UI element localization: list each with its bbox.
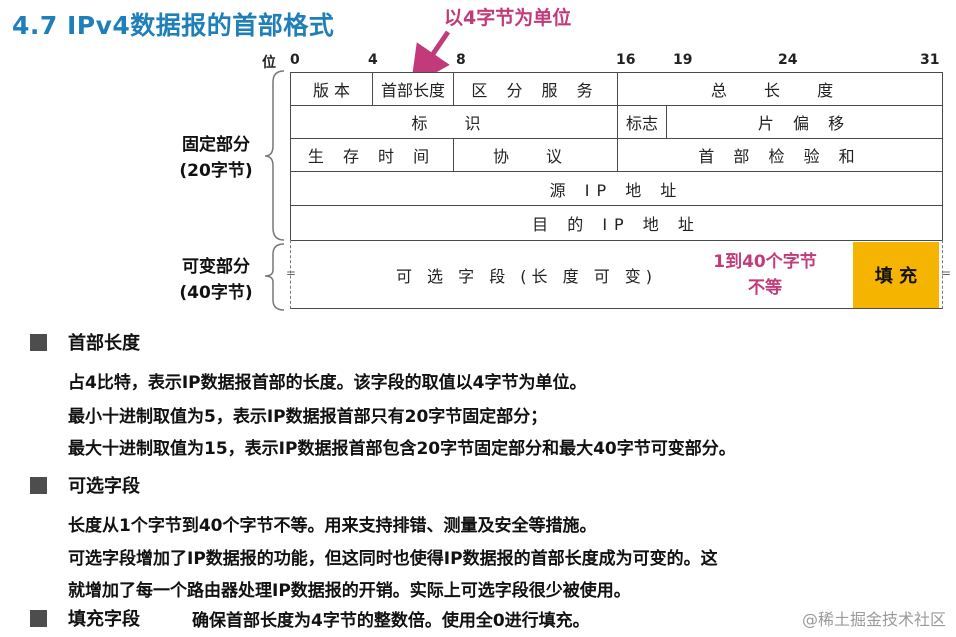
variable-part-label: 可变部分 (40字节) [168,254,264,306]
section-text-line: 确保首部长度为4字节的整数倍。使用全0进行填充。 [192,611,590,631]
identification-field: 标 识 [290,105,618,139]
bullet-icon [30,334,47,351]
variable-part-title: 可变部分 [182,257,250,277]
bullet-icon [30,610,47,627]
ttl-field: 生 存 时 间 [290,138,454,172]
watermark: @稀土掘金技术社区 [801,610,946,629]
options-length-note: 1到40个字节 不等 [690,249,840,301]
options-length-note-line1: 1到40个字节 [713,252,817,272]
section-text-line: 长度从1个字节到40个字节不等。用来支持排错、测量及安全等措施。 [68,516,597,536]
section-heading-options: 可选字段 [68,476,140,497]
flags-field: 标志 [617,105,667,139]
header-length-field: 首部长度 [372,72,454,106]
section-heading-header-length: 首部长度 [68,333,140,354]
version-field: 版 本 [290,72,373,106]
section-braces [264,70,285,311]
section-heading-padding: 填充字段 [68,609,140,630]
bit-mark-24: 24 [778,52,798,68]
fixed-part-size: (20字节) [179,161,253,181]
options-row-frame [290,240,943,309]
unit-callout: 以4字节为单位 [444,7,572,29]
destination-ip-field: 目 的 IP 地 址 [290,205,943,241]
break-mark-right: = [941,266,952,280]
variable-part-size: (40字节) [179,283,253,303]
bit-mark-0: 0 [290,52,300,68]
bit-mark-4: 4 [368,52,378,68]
bit-mark-16: 16 [616,52,636,68]
protocol-field: 协 议 [453,138,618,172]
options-field: 可 选 字 段 (长 度 可 变) [395,267,658,286]
total-length-field: 总 长 度 [617,72,943,106]
break-mark-left: = [286,266,297,280]
bit-mark-31: 31 [920,52,940,68]
section-text-line: 可选字段增加了IP数据报的功能，但这同时也使得IP数据报的首部长度成为可变的。这 [68,549,718,569]
bullet-icon [30,477,47,494]
callout-arrow [410,30,451,86]
source-ip-field: 源 IP 地 址 [290,171,943,206]
bit-mark-8: 8 [456,52,466,68]
section-text-line: 最大十进制取值为15，表示IP数据报首部包含20字节固定部分和最大40字节可变部… [68,439,736,459]
fixed-part-label: 固定部分 (20字节) [168,132,264,184]
bit-mark-19: 19 [673,52,693,68]
fixed-part-title: 固定部分 [182,135,250,155]
section-text-line: 就增加了每一个路由器处理IP数据报的开销。实际上可选字段很少被使用。 [68,581,631,601]
section-text-line: 占4比特，表示IP数据报首部的长度。该字段的取值以4字节为单位。 [68,373,587,393]
differentiated-services-field: 区 分 服 务 [453,72,618,106]
padding-field: 填 充 [853,242,939,308]
section-text-line: 最小十进制取值为5，表示IP数据报首部只有20字节固定部分； [68,407,548,427]
bit-unit-label: 位 [262,55,276,71]
header-checksum-field: 首 部 检 验 和 [617,138,943,172]
fragment-offset-field: 片 偏 移 [666,105,943,139]
options-length-note-line2: 不等 [748,278,782,298]
page-title: 4.7 IPv4数据报的首部格式 [12,11,335,40]
